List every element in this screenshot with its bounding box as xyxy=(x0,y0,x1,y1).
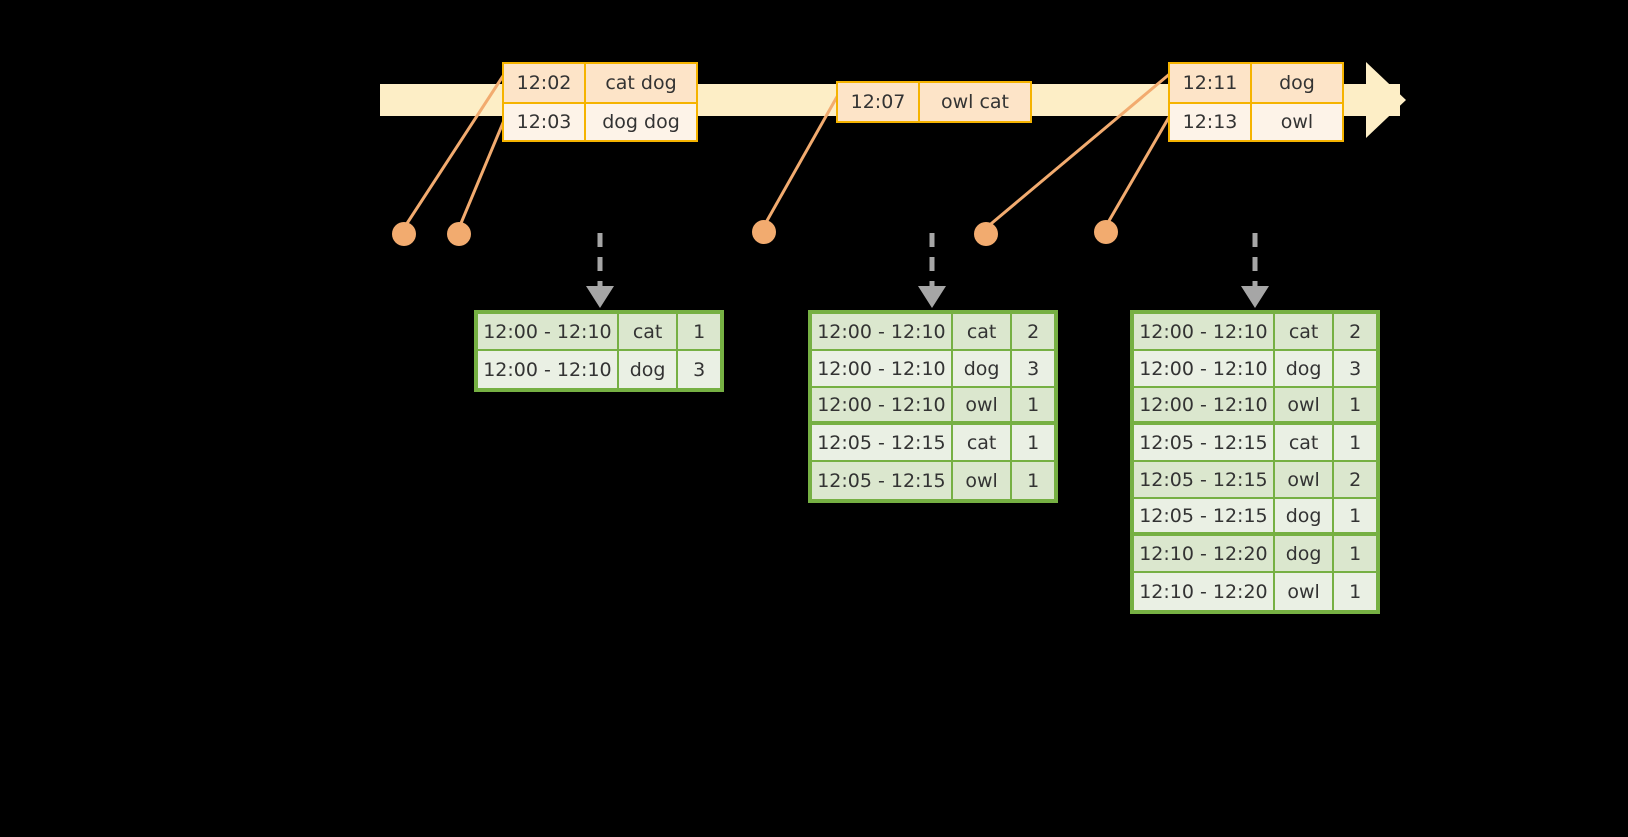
count-cell: 1 xyxy=(1349,431,1362,454)
count-cell: 3 xyxy=(1027,357,1040,380)
event-group-3[interactable]: 12:11 dog 12:13 owl xyxy=(1168,62,1344,142)
event-group-1[interactable]: 12:02 cat dog 12:03 dog dog xyxy=(502,62,698,142)
key-cell: dog xyxy=(619,351,679,388)
count-cell: 2 xyxy=(1349,468,1362,491)
key-cell: owl xyxy=(1275,573,1335,610)
count-cell: 1 xyxy=(1027,469,1040,492)
window-cell: 12:00 - 12:10 xyxy=(812,388,953,421)
key-cell: cat xyxy=(1275,314,1335,349)
key-cell: cat xyxy=(1275,425,1335,460)
key-cell: cat xyxy=(953,314,1013,349)
count-cell: 1 xyxy=(1349,542,1362,565)
count-cell: 2 xyxy=(1349,320,1362,343)
window-cell: 12:05 - 12:15 xyxy=(1134,425,1275,460)
window-cell: 12:00 - 12:10 xyxy=(478,314,619,349)
event-value: dog xyxy=(1279,72,1315,94)
window-cell: 12:00 - 12:10 xyxy=(1134,314,1275,349)
event-dot-1 xyxy=(392,222,416,246)
window-cell: 12:00 - 12:10 xyxy=(812,314,953,349)
event-value: cat dog xyxy=(605,72,677,94)
window-cell: 12:10 - 12:20 xyxy=(1134,573,1275,610)
event-dot-3 xyxy=(752,220,776,244)
event-dot-2 xyxy=(447,222,471,246)
key-cell: owl xyxy=(1275,388,1335,421)
event-time: 12:03 xyxy=(504,104,586,140)
event-time: 12:11 xyxy=(1170,64,1252,102)
count-cell: 1 xyxy=(1027,431,1040,454)
key-cell: dog xyxy=(1275,536,1335,571)
key-cell: dog xyxy=(1275,499,1335,532)
event-value: dog dog xyxy=(602,111,680,133)
count-cell: 1 xyxy=(1349,580,1362,603)
event-value: owl xyxy=(1280,111,1314,133)
event-group-2[interactable]: 12:07 owl cat xyxy=(836,81,1032,123)
count-cell: 2 xyxy=(1027,320,1040,343)
event-time: 12:13 xyxy=(1170,104,1252,140)
window-cell: 12:00 - 12:10 xyxy=(1134,351,1275,386)
window-cell: 12:05 - 12:15 xyxy=(1134,499,1275,532)
event-row: 12:11 dog xyxy=(1170,64,1342,102)
window-cell: 12:10 - 12:20 xyxy=(1134,536,1275,571)
event-value: owl cat xyxy=(940,91,1010,113)
key-cell: cat xyxy=(953,425,1013,460)
count-cell: 3 xyxy=(1349,357,1362,380)
window-cell: 12:05 - 12:15 xyxy=(812,462,953,499)
key-cell: cat xyxy=(619,314,679,349)
key-cell: dog xyxy=(953,351,1013,386)
count-cell: 1 xyxy=(1349,393,1362,416)
window-cell: 12:05 - 12:15 xyxy=(812,425,953,460)
key-cell: dog xyxy=(1275,351,1335,386)
key-cell: owl xyxy=(953,388,1013,421)
event-row: 12:03 dog dog xyxy=(504,102,696,140)
event-time: 12:02 xyxy=(504,64,586,102)
key-cell: owl xyxy=(953,462,1013,499)
window-cell: 12:00 - 12:10 xyxy=(812,351,953,386)
event-time: 12:07 xyxy=(838,83,920,121)
key-cell: owl xyxy=(1275,462,1335,497)
count-cell: 1 xyxy=(1349,504,1362,527)
count-cell: 3 xyxy=(693,358,706,381)
event-dot-5 xyxy=(1094,220,1118,244)
event-dot-4 xyxy=(974,222,998,246)
event-row: 12:02 cat dog xyxy=(504,64,696,102)
window-cell: 12:00 - 12:10 xyxy=(478,351,619,388)
timeline-arrowhead-icon xyxy=(1366,62,1406,138)
event-row: 12:07 owl cat xyxy=(838,83,1030,121)
event-row: 12:13 owl xyxy=(1170,102,1342,140)
window-cell: 12:00 - 12:10 xyxy=(1134,388,1275,421)
count-cell: 1 xyxy=(1027,393,1040,416)
count-cell: 1 xyxy=(693,320,706,343)
window-cell: 12:05 - 12:15 xyxy=(1134,462,1275,497)
